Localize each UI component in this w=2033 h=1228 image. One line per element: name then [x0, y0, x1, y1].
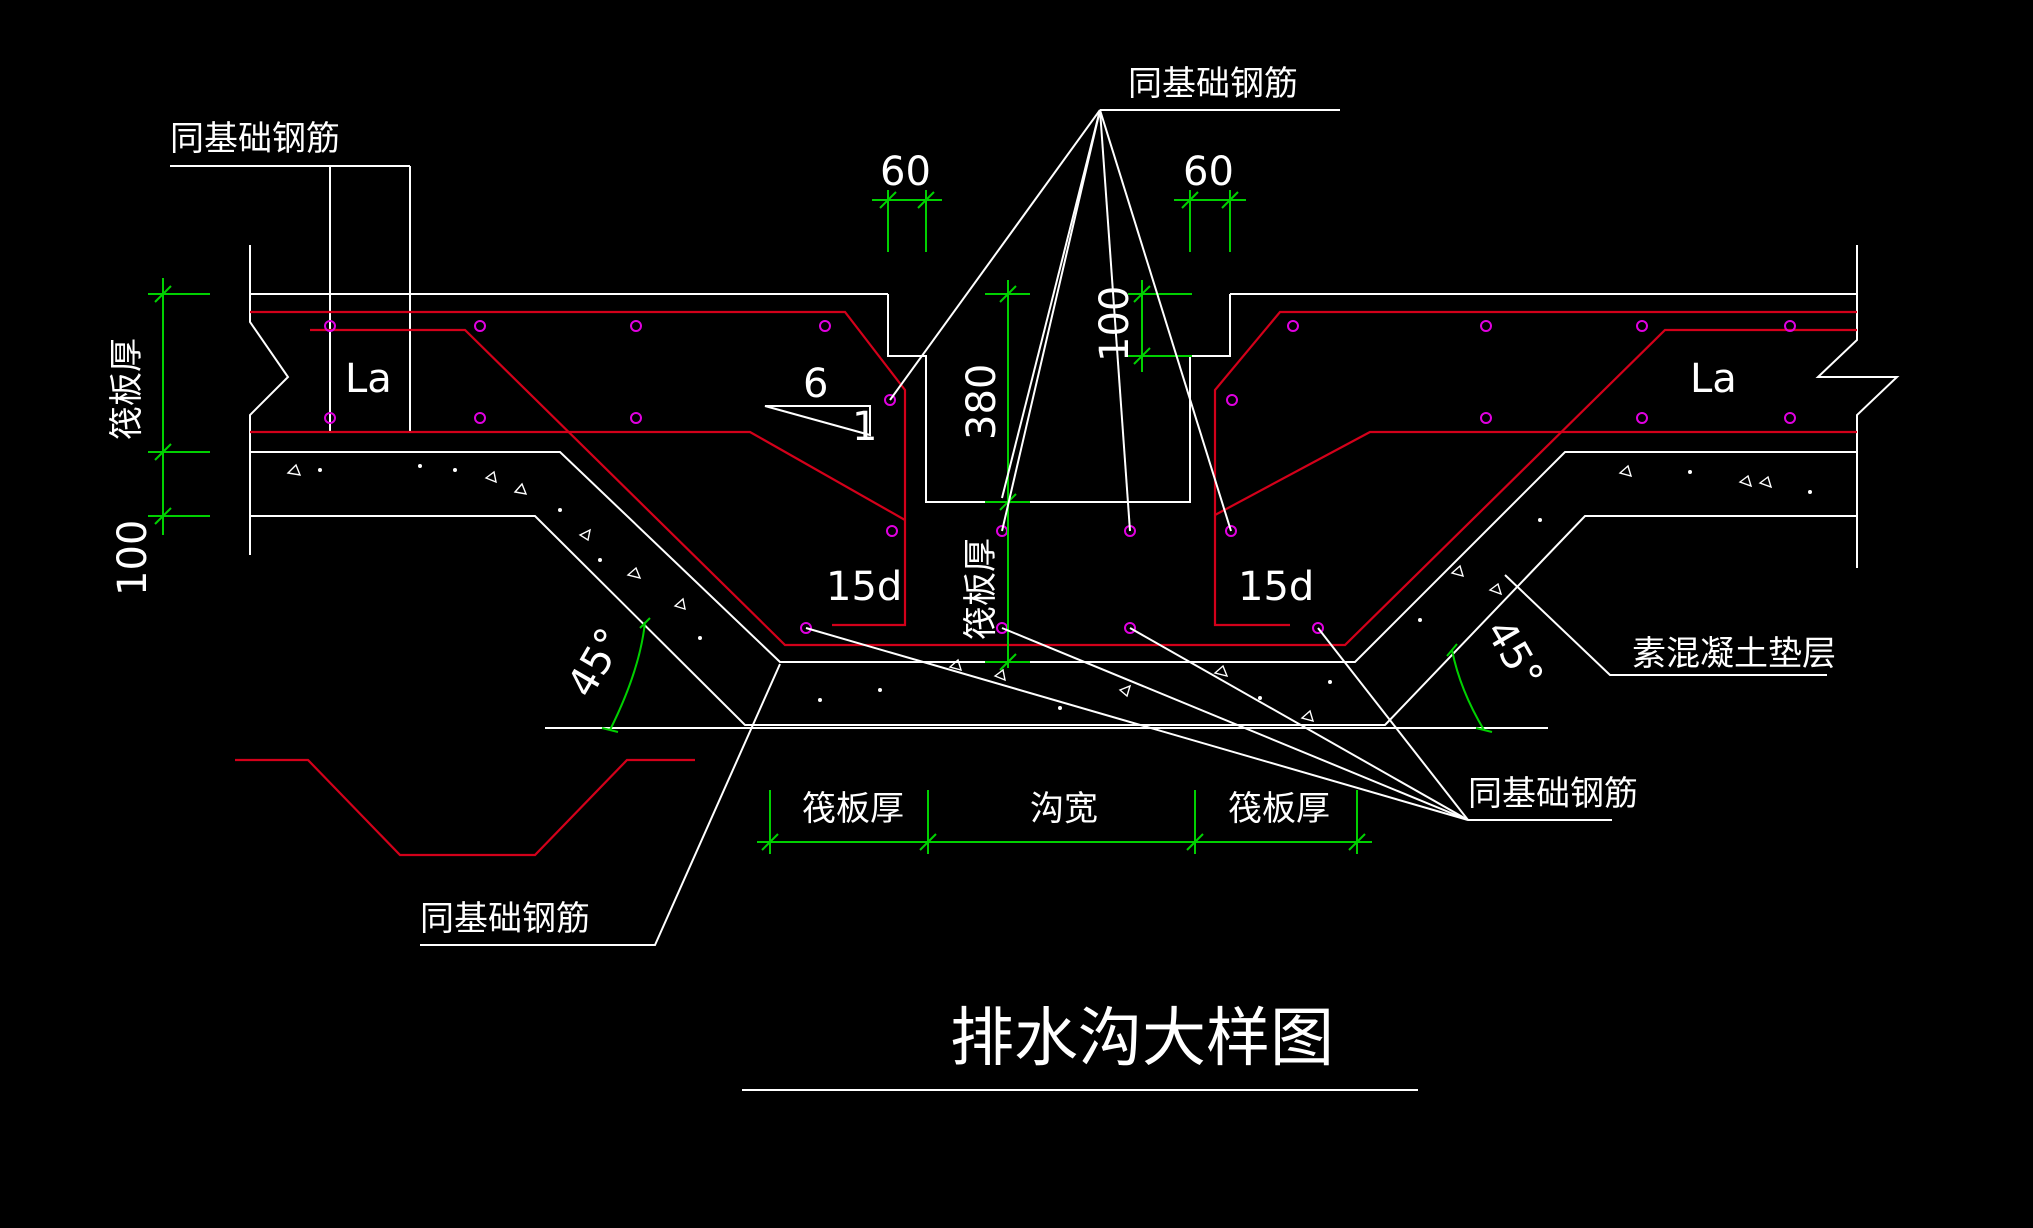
concrete-outline	[170, 165, 1900, 729]
label-rebar-top-left: 同基础钢筋	[170, 119, 340, 159]
label-slope-rise: 6	[803, 361, 828, 407]
rebar-lines	[235, 310, 1857, 857]
label-anchorage-left: La	[345, 356, 392, 402]
dim-top-offset-right: 60	[1183, 149, 1234, 195]
rebar-points	[324, 320, 1796, 634]
label-hook-left: 15d	[826, 564, 902, 610]
label-slope-run: 1	[852, 404, 877, 450]
label-trench-width: 沟宽	[1030, 789, 1098, 829]
drawing-text: 同基础钢筋 同基础钢筋 同基础钢筋 同基础钢筋 素混凝土垫层 La La 15d…	[107, 64, 1836, 1076]
drawing-title: 排水沟大样图	[950, 1002, 1334, 1076]
label-raft-bottom-2: 筏板厚	[1228, 789, 1330, 829]
dim-step-height: 100	[1092, 286, 1138, 362]
label-rebar-bottom-left: 同基础钢筋	[420, 899, 590, 939]
dimension-lines	[148, 190, 1493, 854]
label-rebar-top-center: 同基础钢筋	[1128, 64, 1298, 104]
dim-trench-depth: 380	[959, 364, 1005, 440]
dim-cushion-thickness: 100	[110, 520, 156, 596]
label-raft-left-vertical: 筏板厚	[107, 338, 147, 440]
label-hook-right: 15d	[1238, 564, 1314, 610]
cushion-hatch	[286, 463, 1812, 723]
leader-lines	[420, 109, 1827, 1091]
label-raft-bottom-1: 筏板厚	[802, 789, 904, 829]
dim-top-offset-left: 60	[880, 149, 931, 195]
label-anchorage-right: La	[1690, 356, 1737, 402]
label-angle-left: 45°	[559, 621, 634, 705]
label-rebar-bottom-right: 同基础钢筋	[1468, 774, 1638, 814]
label-raft-trench-vertical: 筏板厚	[961, 538, 1001, 640]
label-angle-right: 45°	[1476, 612, 1551, 696]
label-cushion: 素混凝土垫层	[1632, 634, 1836, 674]
